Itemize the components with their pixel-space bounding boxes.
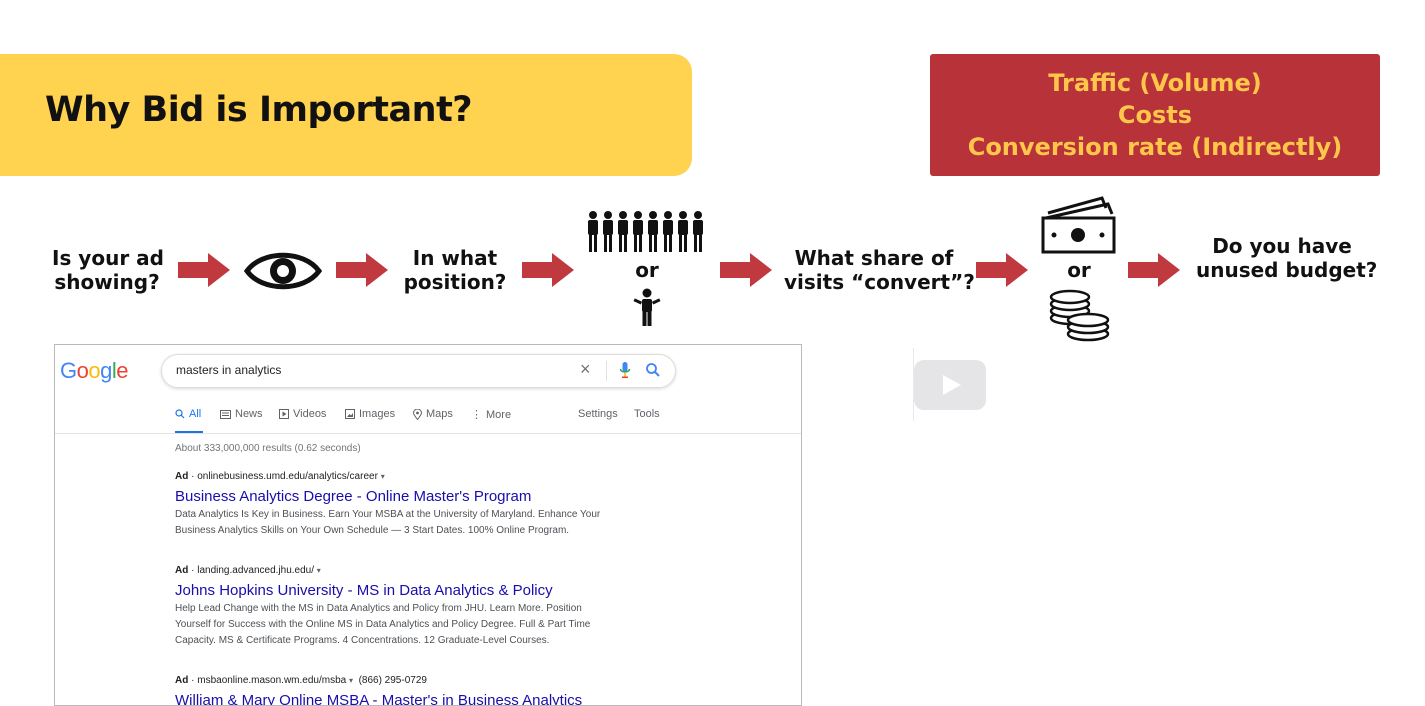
search-icon[interactable] (645, 362, 661, 378)
ad-url-line: Ad · onlinebusiness.umd.edu/analytics/ca… (175, 471, 385, 482)
map-pin-icon (413, 408, 422, 420)
ad-url[interactable]: onlinebusiness.umd.edu/analytics/career (197, 471, 378, 482)
search-icon (175, 409, 185, 419)
arrow-icon (336, 253, 388, 287)
result-stats: About 333,000,000 results (0.62 seconds) (175, 443, 361, 454)
search-divider (606, 361, 607, 381)
arrow-icon (1128, 253, 1180, 287)
image-icon (345, 409, 355, 419)
or-label: or (635, 258, 659, 282)
tab-maps[interactable]: Maps (413, 408, 453, 420)
impact-traffic: Traffic (Volume) (1048, 69, 1262, 97)
flow-step-position: In what position? (403, 246, 507, 294)
impact-conversion: Conversion rate (Indirectly) (967, 133, 1343, 161)
arrow-icon (178, 253, 230, 287)
search-bar[interactable]: masters in analytics × (161, 354, 676, 388)
tabs-divider (55, 433, 801, 434)
money-stack-icon (1041, 196, 1116, 254)
coins-icon (1049, 289, 1110, 342)
dropdown-icon[interactable]: ▾ (348, 676, 353, 685)
flow-step-budget: Do you have unused budget? (1196, 234, 1378, 282)
video-play-icon (943, 375, 961, 395)
impacts-box: Traffic (Volume) Costs Conversion rate (… (930, 54, 1380, 176)
ad-title-link[interactable]: William & Mary Online MSBA - Master's in… (175, 692, 583, 706)
crowd-icon (588, 211, 703, 252)
person-icon (633, 288, 661, 326)
or-label: or (1067, 258, 1091, 282)
ad-url-line: Ad · msbaonline.mason.wm.edu/msba ▾ (866… (175, 675, 427, 686)
more-dots-icon: ⋮ (471, 409, 482, 421)
arrow-icon (720, 253, 772, 287)
google-results-panel: Google masters in analytics × All News V… (54, 344, 802, 706)
dropdown-icon[interactable]: ▾ (380, 472, 385, 481)
arrow-icon (976, 253, 1028, 287)
microphone-icon[interactable] (619, 361, 631, 379)
ad-description: Help Lead Change with the MS in Data Ana… (175, 603, 591, 646)
ad-url[interactable]: landing.advanced.jhu.edu/ (197, 565, 314, 576)
eye-icon (244, 252, 322, 290)
tab-settings[interactable]: Settings (578, 408, 618, 420)
tab-tools[interactable]: Tools (634, 408, 660, 420)
google-logo[interactable]: Google (60, 358, 129, 383)
video-frame-edge (913, 348, 914, 421)
tab-more[interactable]: ⋮ More (471, 408, 512, 422)
search-input[interactable]: masters in analytics (176, 363, 282, 377)
dropdown-icon[interactable]: ▾ (316, 566, 321, 575)
flow-step-convert: What share of visits “convert”? (784, 246, 975, 294)
ad-result: Ad · landing.advanced.jhu.edu/ ▾ Johns H… (175, 565, 645, 649)
news-icon (220, 409, 231, 419)
close-icon[interactable]: × (580, 359, 591, 379)
video-icon (279, 409, 289, 419)
tab-all[interactable]: All (175, 408, 201, 420)
ad-result: Ad · msbaonline.mason.wm.edu/msba ▾ (866… (175, 675, 645, 706)
active-tab-indicator (175, 431, 203, 434)
flow-step-ad-showing: Is your ad showing? (52, 246, 164, 294)
ad-url-line: Ad · landing.advanced.jhu.edu/ ▾ (175, 565, 321, 576)
title-banner (0, 54, 692, 176)
ad-result: Ad · onlinebusiness.umd.edu/analytics/ca… (175, 471, 645, 539)
page-title: Why Bid is Important? (45, 90, 473, 130)
ad-description: Data Analytics Is Key in Business. Earn … (175, 509, 601, 536)
video-play-button[interactable] (914, 360, 986, 410)
arrow-icon (522, 253, 574, 287)
ad-url[interactable]: msbaonline.mason.wm.edu/msba (197, 675, 347, 686)
ad-phone[interactable]: (866) 295-0729 (358, 675, 427, 686)
tab-news[interactable]: News (220, 408, 263, 420)
ad-title-link[interactable]: Business Analytics Degree - Online Maste… (175, 488, 532, 505)
tab-videos[interactable]: Videos (279, 408, 326, 420)
impact-costs: Costs (1117, 101, 1193, 129)
tab-images[interactable]: Images (345, 408, 395, 420)
ad-title-link[interactable]: Johns Hopkins University - MS in Data An… (175, 582, 553, 599)
